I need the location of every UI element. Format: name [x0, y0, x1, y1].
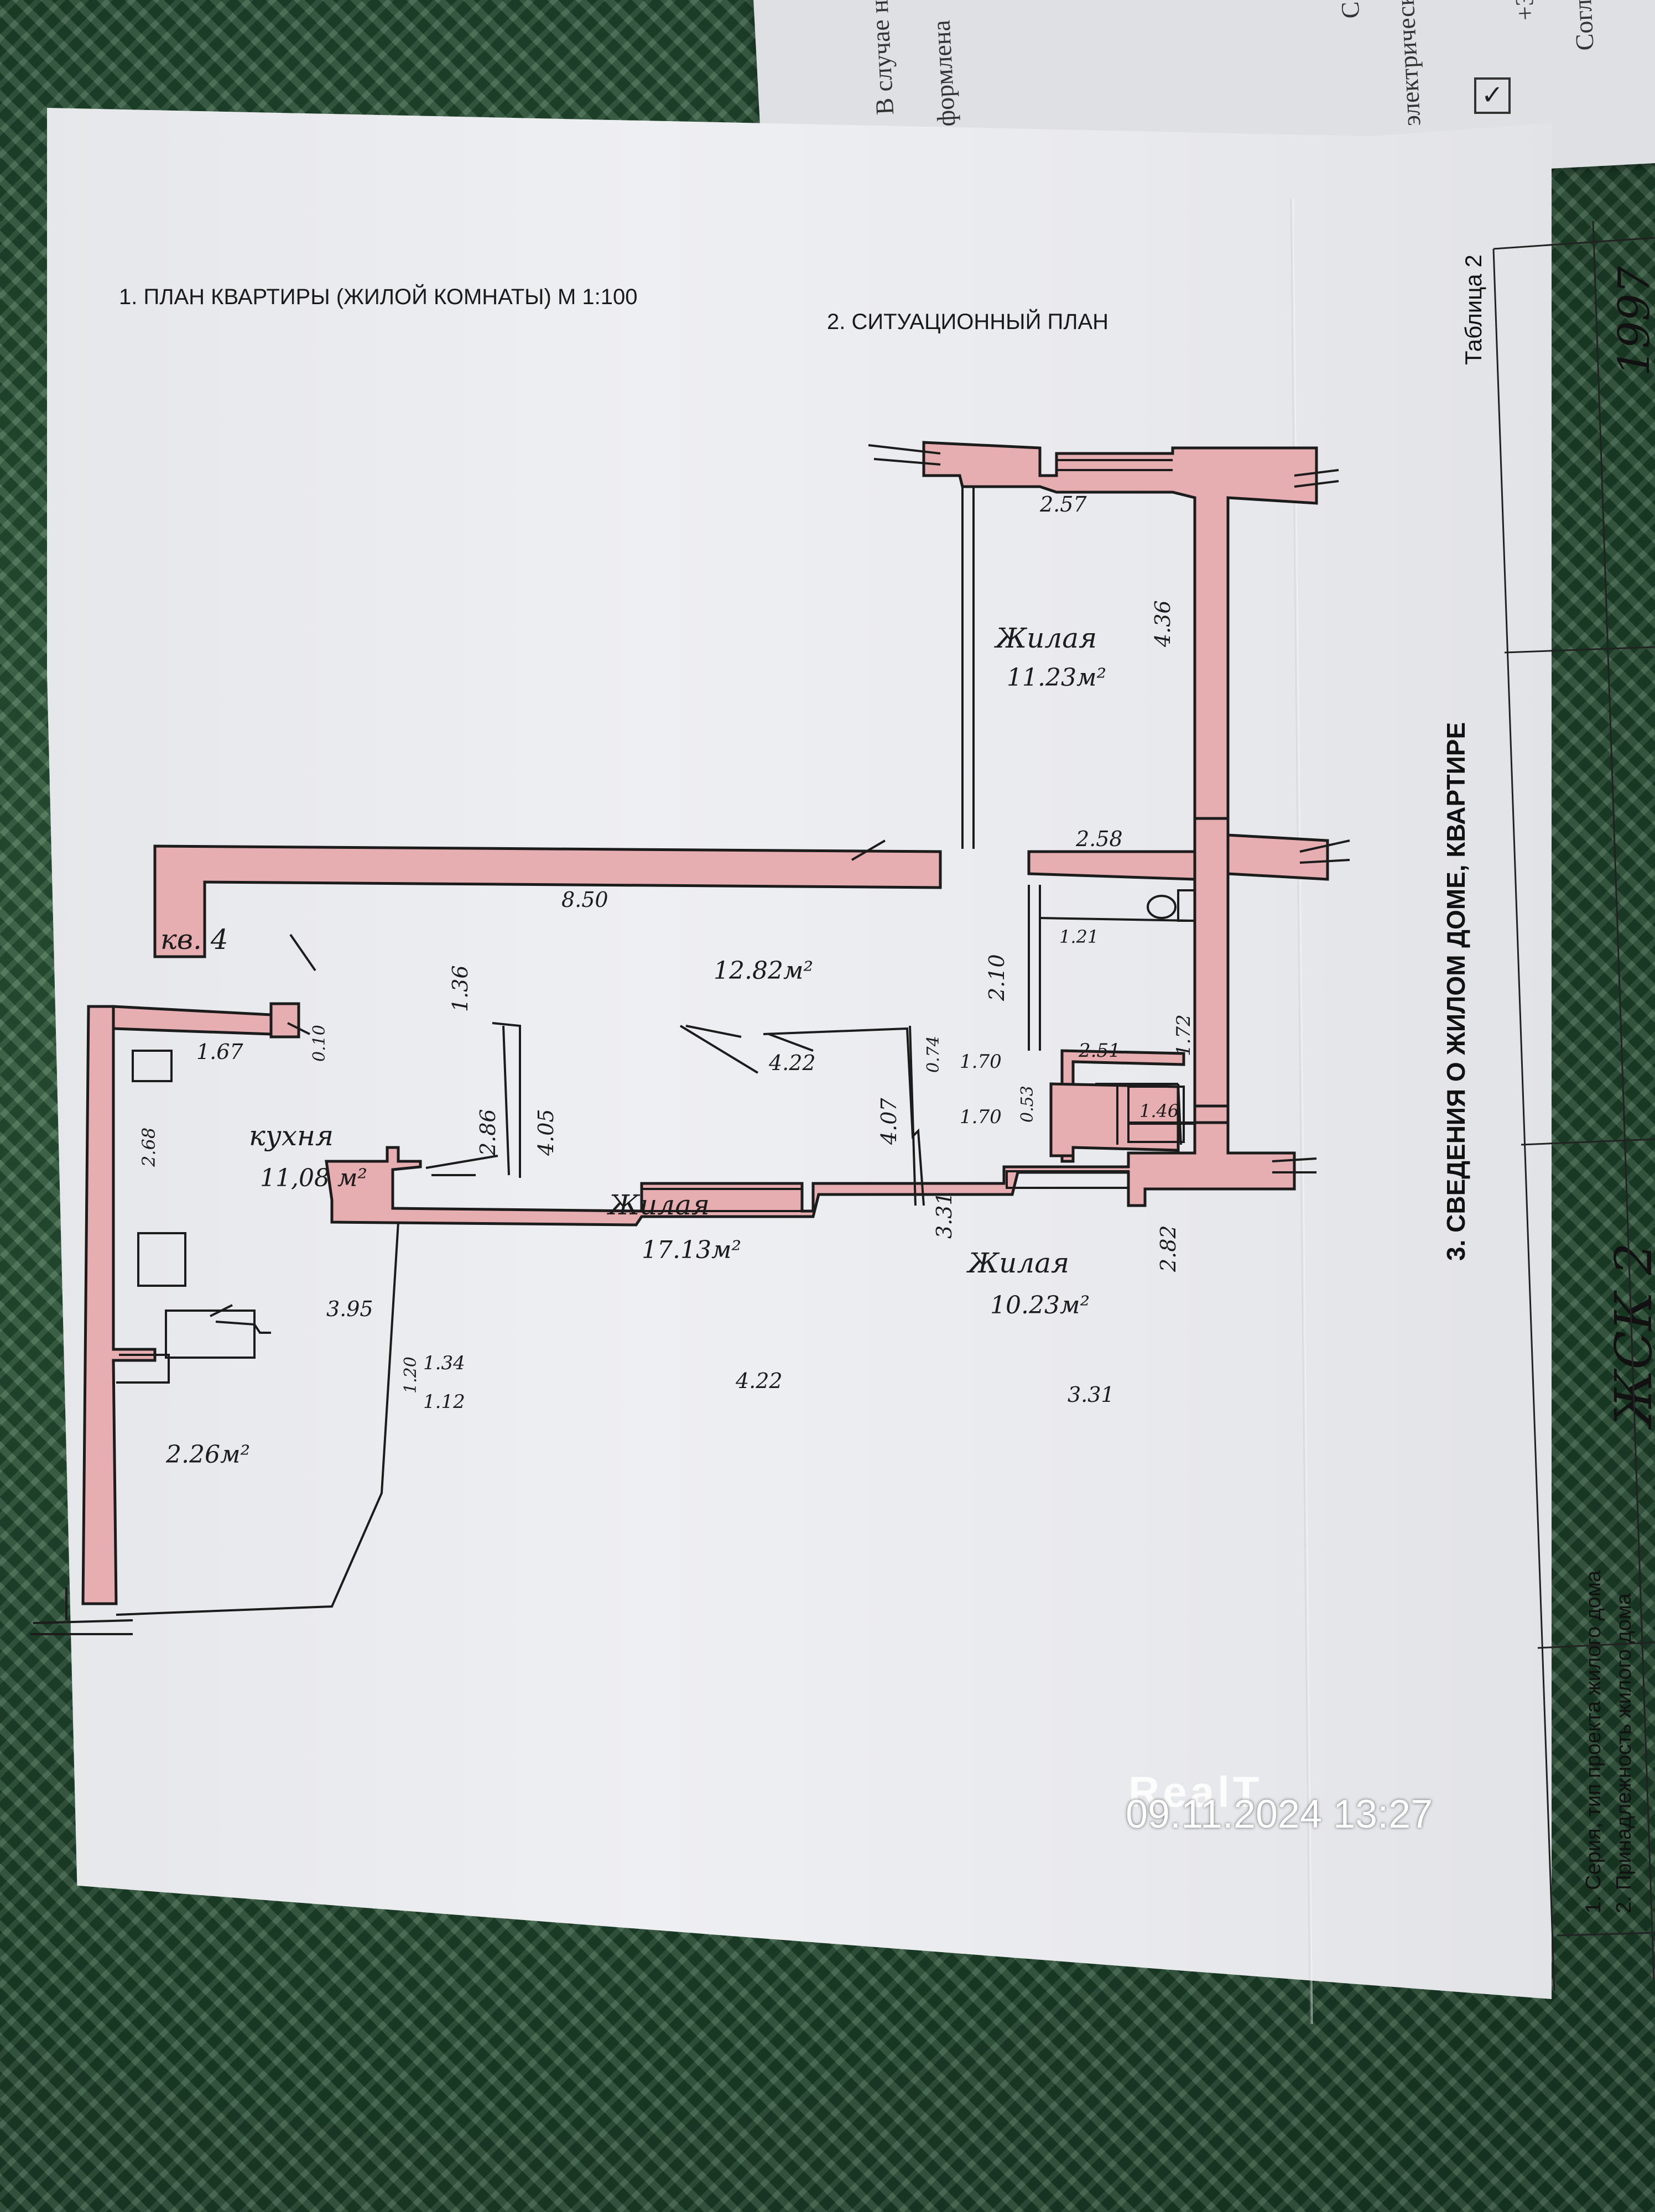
- dim-4-22-top: 4.22: [769, 1051, 816, 1075]
- situation-heading: 2. СИТУАЦИОННЫЙ ПЛАН: [827, 310, 1109, 334]
- room-area-living-mid: 17.13м²: [642, 1236, 742, 1264]
- dim-0-10: 0.10: [310, 1025, 329, 1062]
- dim-3-95: 3.95: [326, 1297, 373, 1321]
- room-name-living-top: Жилая: [996, 622, 1097, 654]
- checkbox-icon: ✓: [1474, 77, 1511, 114]
- room-area-living-top: 11.23м²: [1007, 664, 1107, 692]
- dim-1-12: 1.12: [423, 1391, 465, 1413]
- dim-1-20: 1.20: [401, 1357, 420, 1394]
- dim-2-82: 2.82: [1156, 1225, 1180, 1272]
- dim-1-34: 1.34: [423, 1352, 465, 1374]
- room-area-hall: 12.82м²: [714, 957, 814, 985]
- room-area-living-right: 10.23м²: [990, 1291, 1090, 1319]
- dim-1-36: 1.36: [448, 965, 472, 1012]
- dim-0-53: 0.53: [1018, 1086, 1037, 1123]
- room-name-living-mid: Жилая: [608, 1189, 710, 1221]
- realt-watermark: RealT: [1128, 1767, 1263, 1816]
- dim-4-07: 4.07: [877, 1098, 901, 1145]
- dim-2-57: 2.57: [1040, 492, 1087, 517]
- dim-4-36: 4.36: [1151, 600, 1175, 647]
- dim-2-51: 2.51: [1079, 1040, 1121, 1062]
- dim-2-10: 2.10: [985, 954, 1009, 1001]
- dim-1-70-a: 1.70: [960, 1051, 1002, 1073]
- dim-2-58: 2.58: [1076, 827, 1123, 851]
- room-area-balcony: 2.26м²: [166, 1441, 251, 1469]
- room-name-living-right: Жилая: [968, 1247, 1070, 1279]
- dim-2-86: 2.86: [476, 1109, 500, 1156]
- dim-8-50: 8.50: [561, 888, 608, 912]
- room-area-kitchen: 11,08 м²: [260, 1164, 368, 1192]
- dim-4-22-bottom: 4.22: [736, 1369, 783, 1393]
- dim-1-67: 1.67: [196, 1040, 243, 1064]
- dim-2-68: 2.68: [138, 1127, 159, 1167]
- dim-3-31-v: 3.31: [932, 1192, 956, 1239]
- dim-1-72: 1.72: [1173, 1014, 1195, 1056]
- dim-1-21: 1.21: [1059, 926, 1099, 947]
- dim-4-05: 4.05: [534, 1109, 558, 1156]
- apartment-number: кв. 4: [160, 924, 228, 956]
- dim-1-46: 1.46: [1139, 1100, 1179, 1121]
- room-name-kitchen: кухня: [249, 1120, 334, 1152]
- dim-1-70-b: 1.70: [960, 1106, 1002, 1128]
- dim-0-74: 0.74: [924, 1036, 943, 1073]
- dim-3-31-h: 3.31: [1068, 1383, 1115, 1407]
- photo-timestamp: 09.11.2024 13:27: [1126, 1792, 1433, 1837]
- plan-heading: 1. ПЛАН КВАРТИРЫ (ЖИЛОЙ КОМНАТЫ) М 1:100: [119, 285, 638, 309]
